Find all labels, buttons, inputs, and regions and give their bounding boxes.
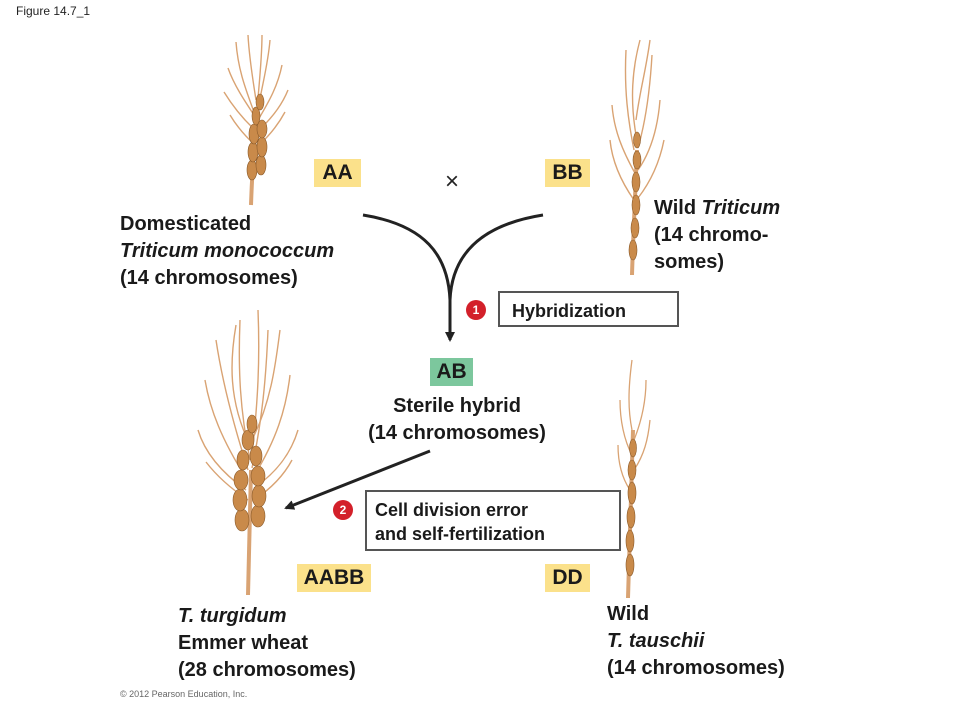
caption-tauschii-chromosomes: (14 chromosomes): [607, 657, 785, 679]
caption-domesticated-line1: Domesticated: [120, 213, 252, 235]
wheat-domesticated-illustration: [223, 34, 289, 206]
caption-wild-triticum-line3: somes): [654, 251, 725, 273]
figure-label: Figure 14.7_1: [16, 4, 91, 18]
genotype-label-aa: AA: [314, 159, 361, 187]
caption-domesticated-species: Triticum monococcum: [120, 240, 335, 262]
cross-symbol: ×: [445, 168, 460, 195]
caption-turgidum: T. turgidum Emmer wheat (28 chromosomes): [178, 603, 356, 684]
wheat-turgidum-illustration: [197, 309, 299, 596]
step-2-line1: Cell division error: [375, 500, 529, 520]
copyright-notice: © 2012 Pearson Education, Inc.: [120, 689, 248, 699]
caption-turgidum-common-name: Emmer wheat: [178, 632, 309, 654]
caption-wild-triticum-line2: (14 chromo-: [654, 224, 769, 246]
caption-tauschii-species: T. tauschii: [607, 630, 705, 652]
hybridization-arrow: [362, 213, 544, 342]
caption-wild-triticum: Wild Triticum (14 chromo- somes): [654, 195, 780, 276]
caption-hybrid-line1: Sterile hybrid: [393, 395, 521, 417]
step-1-box: Hybridization: [498, 291, 679, 327]
caption-turgidum-chromosomes: (28 chromosomes): [178, 659, 356, 681]
step-2-line2: and self-fertilization: [375, 524, 546, 544]
caption-tauschii: Wild T. tauschii (14 chromosomes): [607, 601, 785, 682]
cell-division-arrow: [284, 449, 431, 510]
genotype-label-aabb: AABB: [297, 564, 371, 592]
step-1-badge: 1: [466, 300, 486, 320]
wheat-tauschii-illustration: [617, 359, 651, 599]
caption-wild-triticum-prefix: Wild: [654, 197, 702, 219]
caption-turgidum-species: T. turgidum: [178, 605, 287, 627]
step-2-badge: 2: [333, 500, 353, 520]
caption-tauschii-line1: Wild: [607, 603, 650, 625]
wheat-wild-triticum-illustration: [609, 39, 665, 276]
genotype-label-dd: DD: [545, 564, 590, 592]
genotype-label-ab: AB: [430, 358, 473, 386]
caption-hybrid: Sterile hybrid (14 chromosomes): [352, 393, 562, 447]
caption-hybrid-line2: (14 chromosomes): [368, 422, 546, 444]
caption-wild-triticum-genus: Triticum: [701, 197, 781, 219]
caption-domesticated: Domesticated Triticum monococcum (14 chr…: [120, 211, 334, 292]
caption-domesticated-chromosomes: (14 chromosomes): [120, 267, 298, 289]
genotype-label-bb: BB: [545, 159, 590, 187]
step-2-box: Cell division error and self-fertilizati…: [365, 490, 621, 551]
step-1-label: Hybridization: [512, 301, 627, 321]
